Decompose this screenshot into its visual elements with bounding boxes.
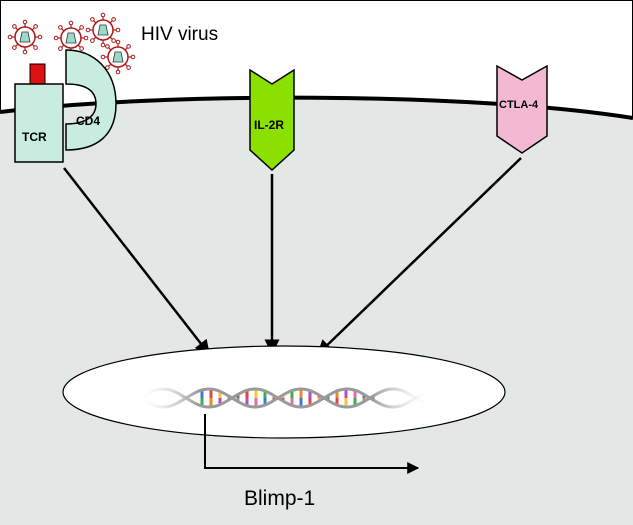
ctla4-signal-arrow xyxy=(316,157,522,356)
tcr-signal-arrow xyxy=(63,167,210,356)
ctla4-receptor xyxy=(496,64,548,154)
hiv-virion-icon xyxy=(85,12,121,48)
cd4-label: CD4 xyxy=(76,114,100,128)
blimp1-gene-label: Blimp-1 xyxy=(244,487,315,510)
nucleus xyxy=(62,345,506,439)
ctla4-label: CTLA-4 xyxy=(499,99,539,111)
hiv-virion-icon xyxy=(53,20,89,56)
dna-helix-icon xyxy=(139,387,431,409)
cd4-receptor xyxy=(65,49,117,151)
hiv-virion-icon xyxy=(7,19,43,55)
hiv-virion-icon xyxy=(100,39,136,75)
antigen-peptide xyxy=(29,63,46,87)
il2r-receptor xyxy=(249,68,295,172)
hiv-virus-label: HIV virus xyxy=(141,24,218,45)
tcr-receptor xyxy=(14,83,64,163)
tcr-label: TCR xyxy=(22,130,47,144)
cell-membrane xyxy=(0,95,633,120)
transcription-arrow xyxy=(204,414,420,474)
il2r-label: IL-2R xyxy=(254,118,284,132)
cytoplasm xyxy=(0,97,633,525)
